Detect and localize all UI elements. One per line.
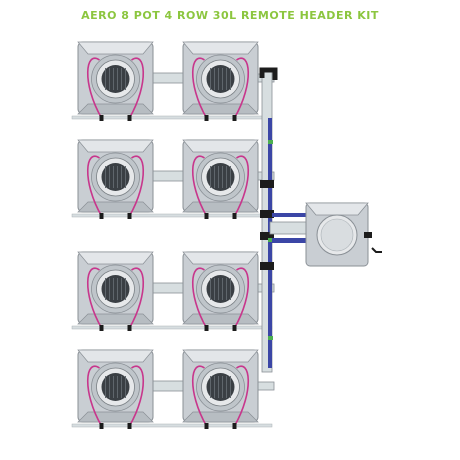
net-pot-icon (201, 59, 240, 99)
header-tank-icon (305, 202, 382, 267)
drip-tube (191, 267, 208, 329)
tee-fitting (260, 180, 274, 188)
drip-tube (191, 155, 208, 217)
drip-fitting (99, 213, 104, 219)
feed-line (272, 238, 310, 243)
net-pot-icon (201, 269, 240, 309)
tee-fitting (260, 210, 274, 218)
drip-fitting (127, 115, 132, 121)
pot-icon (77, 349, 154, 429)
drip-tube (191, 57, 208, 119)
pot-icon (182, 349, 259, 429)
page-title: AERO 8 POT 4 ROW 30L REMOTE HEADER KIT (81, 9, 379, 22)
net-pot-icon (201, 157, 240, 197)
return-line (269, 221, 311, 235)
link-pipe (148, 282, 188, 294)
drip-tube (233, 155, 250, 217)
drip-fitting (204, 115, 209, 121)
pot-icon (77, 41, 154, 121)
drip-fitting (127, 423, 132, 429)
drip-tube (191, 365, 208, 427)
drip-tube (233, 57, 250, 119)
drip-fitting (99, 115, 104, 121)
net-pot-icon (96, 59, 135, 99)
drip-fitting (99, 423, 104, 429)
drip-tube (128, 267, 145, 329)
net-pot-icon (96, 367, 135, 407)
drip-tube (86, 57, 103, 119)
row-outlet-pipe (255, 381, 275, 391)
drip-fitting (232, 213, 237, 219)
drip-tube (128, 365, 145, 427)
link-pipe (148, 170, 188, 182)
link-pipe (148, 72, 188, 84)
net-pot-icon (96, 269, 135, 309)
net-pot-icon (96, 157, 135, 197)
feed-line (272, 213, 310, 217)
pot-icon (77, 251, 154, 331)
pot-icon (182, 139, 259, 219)
drip-tube (233, 365, 250, 427)
drip-tube (86, 155, 103, 217)
drip-fitting (204, 325, 209, 331)
feed-manifold (268, 118, 272, 368)
drip-fitting (232, 423, 237, 429)
pot-icon (77, 139, 154, 219)
feed-rail (71, 423, 273, 428)
grommet (268, 336, 273, 340)
drip-tube (86, 267, 103, 329)
link-pipe (148, 380, 188, 392)
drip-tube (86, 365, 103, 427)
tee-fitting (260, 232, 274, 240)
grommet (268, 238, 273, 242)
pot-icon (182, 251, 259, 331)
drip-tube (233, 267, 250, 329)
pot-icon (182, 41, 259, 121)
grommet (268, 140, 273, 144)
drip-tube (128, 57, 145, 119)
drip-fitting (232, 115, 237, 121)
drip-tube (128, 155, 145, 217)
drip-fitting (99, 325, 104, 331)
drip-fitting (127, 325, 132, 331)
net-pot-icon (201, 367, 240, 407)
tee-fitting (260, 262, 274, 270)
drip-fitting (204, 213, 209, 219)
drip-fitting (127, 213, 132, 219)
drip-fitting (232, 325, 237, 331)
drip-fitting (204, 423, 209, 429)
elbow-fitting (259, 67, 278, 80)
